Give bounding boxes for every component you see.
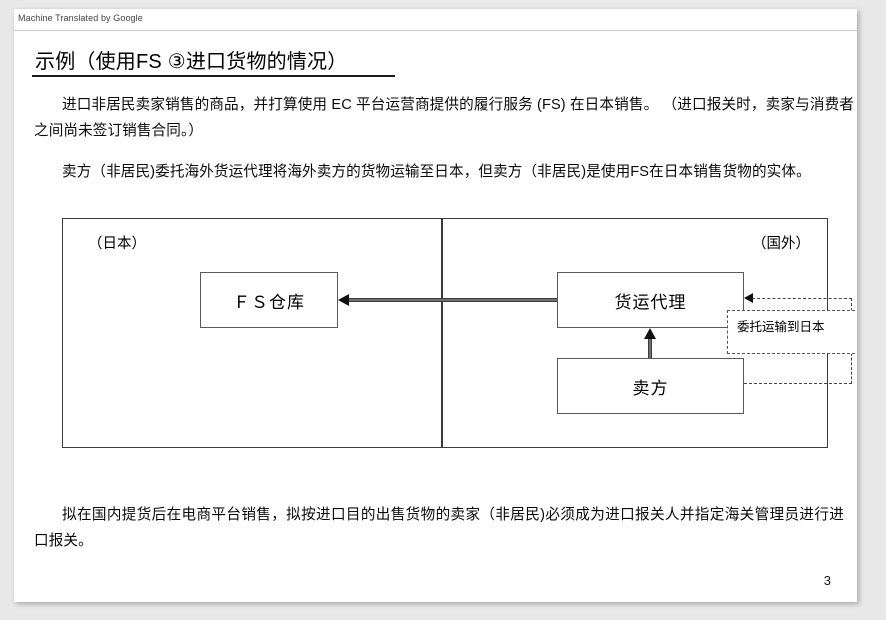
arrow-shaft [648, 338, 652, 358]
node-fs-warehouse: ＦＳ仓库 [200, 272, 338, 328]
region-label-japan: （日本） [88, 236, 146, 252]
arrow-shaft [348, 298, 557, 302]
diagram-region-divider [441, 218, 443, 448]
region-label-overseas: （国外） [752, 236, 810, 252]
page-title: 示例（使用FS ③进口货物的情况） [35, 51, 348, 73]
callout-connector-arrow-icon [744, 293, 753, 303]
viewer-gutter-right [857, 0, 886, 620]
machine-translation-banner: Machine Translated by Google [18, 13, 143, 23]
paragraph-top: 进口非居民卖家销售的商品，并打算使用 EC 平台运营商提供的履行服务 (FS) … [34, 97, 854, 139]
banner-divider [14, 30, 857, 31]
paragraph-bottom: 拟在国内提货后在电商平台销售，拟按进口目的出售货物的卖家（非居民)必须成为进口报… [34, 507, 844, 549]
arrow-head [338, 294, 349, 306]
callout-connector-top-vertical [851, 298, 852, 311]
node-seller: 卖方 [557, 358, 744, 414]
viewer-gutter-top [0, 0, 886, 9]
arrow-seller-to-forwarder-icon [644, 328, 656, 358]
callout-connector-top-horizontal [752, 298, 852, 299]
paragraph-middle: 卖方（非居民)委托海外货运代理将海外卖方的货物运输至日本，但卖方（非居民)是使用… [62, 164, 811, 180]
arrow-forwarder-to-warehouse-icon [338, 294, 557, 306]
callout-box: 委托运输到日本 [727, 310, 857, 354]
document-page: Machine Translated by Google 示例（使用FS ③进口… [14, 9, 857, 602]
node-freight-forwarder: 货运代理 [557, 272, 744, 328]
title-underline [32, 75, 395, 77]
callout-connector-bottom-vertical [851, 353, 852, 384]
page-number: 3 [823, 573, 831, 588]
viewer-gutter-left [0, 0, 14, 620]
viewer-gutter-bottom [0, 602, 886, 620]
callout-connector-bottom-horizontal [744, 383, 852, 384]
flow-diagram: （日本） （国外） ＦＳ仓库 货运代理 卖方 委托运输到日本 [62, 218, 857, 450]
arrow-head [644, 328, 656, 339]
